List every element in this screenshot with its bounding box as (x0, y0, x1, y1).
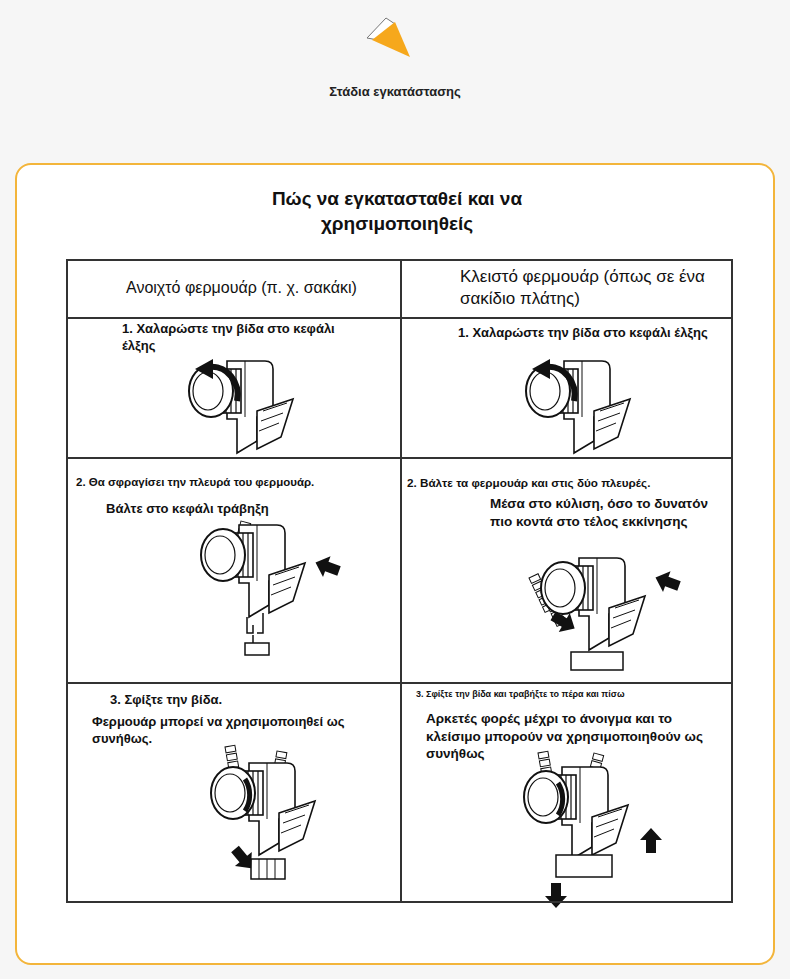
column-header: Κλειστό φερμουάρ (όπως σε ένα σακίδιο πλ… (460, 266, 728, 310)
header-icon (0, 0, 790, 80)
table-cell: 1. Χαλαρώστε την βίδα στο κεφάλι έλξης (400, 317, 733, 459)
step-text: 3. Σφίξτε την βίδα και τραβήξτε το πέρα … (416, 689, 728, 701)
icon-triangle (372, 22, 410, 57)
zipper-puller (529, 558, 683, 670)
step-text: Βάλτε στο κεφάλι τράβηξη (106, 501, 392, 518)
step-text: Φερμουάρ μπορεί να χρησιμοποιηθεί ως συν… (92, 714, 387, 748)
page-title: Στάδια εγκατάστασης (0, 84, 790, 99)
step-text: 2. Βάλτε τα φερμουάρ και στις δύο πλευρέ… (407, 475, 729, 490)
zipper-puller (201, 521, 343, 655)
panel-heading: Πώς να εγκατασταθεί και να χρησιμοποιηθε… (262, 187, 532, 236)
zipper-puller (526, 359, 630, 453)
step-text: 3. Σφίξτε την βίδα. (110, 692, 395, 709)
table-cell: 2. Βάλτε τα φερμουάρ και στις δύο πλευρέ… (400, 457, 733, 684)
column-header: Ανοιχτό φερμουάρ (π. χ. σακάκι) (126, 278, 396, 299)
table-cell: 3. Σφίξτε την βίδα. Φερμουάρ μπορεί να χρ… (66, 682, 402, 903)
table-cell: 2. Θα σφραγίσει την πλευρά του φερμουάρ.… (66, 457, 402, 684)
table-cell: 3. Σφίξτε την βίδα και τραβήξτε το πέρα … (400, 682, 733, 903)
table-cell: 1. Χαλαρώστε την βίδα στο κεφάλι έλξης (66, 317, 402, 459)
zipper-puller (211, 745, 315, 879)
zipper-puller (524, 751, 662, 908)
table-header-cell: Κλειστό φερμουάρ (όπως σε ένα σακίδιο πλ… (400, 259, 733, 319)
zipper-puller (189, 359, 293, 453)
table-header-cell: Ανοιχτό φερμουάρ (π. χ. σακάκι) (66, 259, 402, 319)
step-text: Αρκετές φορές μέχρι το άνοιγμα και το κλ… (426, 710, 706, 763)
step-text: 1. Χαλαρώστε την βίδα στο κεφάλι έλξης (122, 321, 354, 355)
step-text: 2. Θα σφραγίσει την πλευρά του φερμουάρ. (76, 475, 398, 490)
step-text: Μέσα στο κύλιση, όσο το δυνατόν πιο κοντ… (490, 495, 726, 530)
step-text: 1. Χαλαρώστε την βίδα στο κεφάλι έλξης (458, 325, 724, 342)
instruction-card: Πώς να εγκατασταθεί και να χρησιμοποιηθε… (15, 163, 775, 965)
